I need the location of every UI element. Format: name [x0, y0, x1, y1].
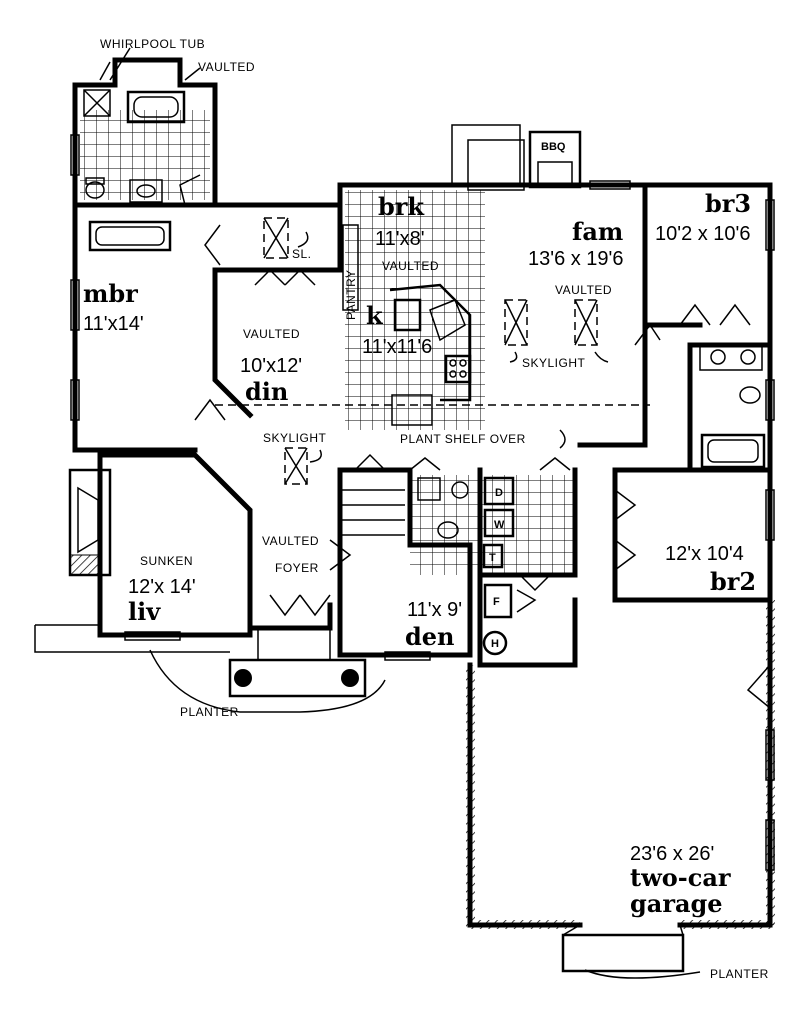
foyer-vaulted: VAULTED	[262, 534, 319, 548]
din-name: din	[245, 377, 288, 406]
tiled-floors	[80, 110, 575, 575]
dryer-label: D	[495, 487, 503, 499]
whirlpool-tub-label: WHIRLPOOL TUB	[100, 37, 205, 51]
din-vaulted: VAULTED	[243, 327, 300, 341]
liv-name: liv	[128, 597, 161, 626]
br2-name: br2	[710, 567, 756, 596]
pantry-label: PANTRY	[344, 269, 358, 320]
brk-name: brk	[378, 192, 425, 221]
liv-size: 12'x 14'	[128, 576, 196, 598]
fixtures	[34, 47, 775, 979]
mbr-size: 11'x14'	[83, 313, 144, 335]
br3-size: 10'2 x 10'6	[655, 223, 751, 245]
liv-sunken: SUNKEN	[140, 554, 193, 568]
furnace-label: F	[493, 596, 500, 608]
labels: WHIRLPOOL TUB VAULTED SL. mbr 11'x14' VA…	[83, 37, 769, 981]
fam-vaulted: VAULTED	[555, 283, 612, 297]
brk-size: 11'x8'	[375, 228, 425, 250]
water-heater-label: T	[489, 552, 496, 564]
k-size: 11'x11'6	[362, 336, 432, 358]
hvac-label: H	[491, 638, 499, 650]
fam-name: fam	[572, 217, 623, 246]
washer-label: W	[494, 519, 505, 531]
brk-vaulted: VAULTED	[382, 259, 439, 273]
den-name: den	[405, 622, 455, 651]
br2-size: 12'x 10'4	[665, 543, 744, 565]
garage-name-line1: two-car	[630, 863, 731, 892]
br3-name: br3	[705, 189, 751, 218]
den-size: 11'x 9'	[407, 599, 462, 621]
planter-front-label: PLANTER	[180, 705, 239, 719]
plant-shelf-label: PLANT SHELF OVER	[400, 432, 526, 446]
sl-label: SL.	[292, 247, 312, 261]
bbq-label: BBQ	[541, 141, 566, 153]
planter-garage-label: PLANTER	[710, 967, 769, 981]
garage-name-line2: garage	[630, 889, 723, 918]
hall-skylight: SKYLIGHT	[263, 431, 327, 445]
garage-size: 23'6 x 26'	[630, 843, 714, 865]
din-size: 10'x12'	[240, 355, 302, 377]
fam-size: 13'6 x 19'6	[528, 248, 624, 270]
garage-wall-hatching	[466, 600, 775, 929]
k-name: k	[366, 301, 384, 330]
fam-skylight: SKYLIGHT	[522, 356, 586, 370]
doors	[179, 174, 751, 617]
mbr-name: mbr	[83, 279, 138, 308]
bath-vaulted-label: VAULTED	[198, 60, 255, 74]
foyer-name: FOYER	[275, 561, 319, 575]
